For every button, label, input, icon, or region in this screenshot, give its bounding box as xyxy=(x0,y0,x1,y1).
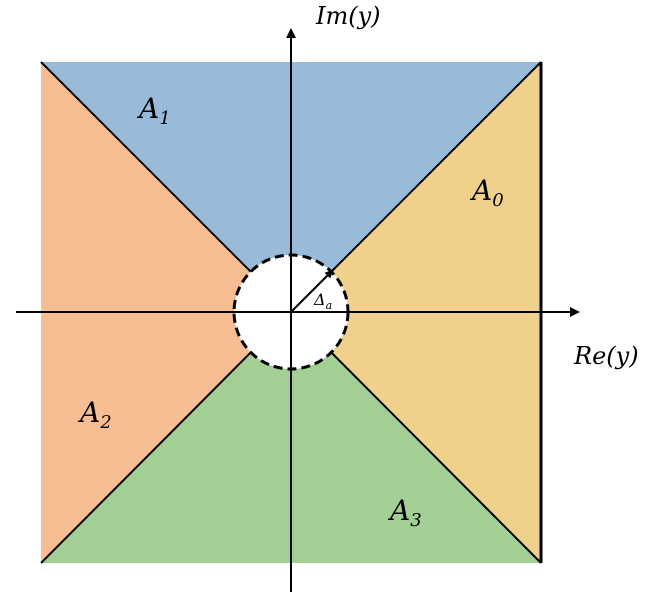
diagonal-line-nw xyxy=(40,61,292,313)
region-label-a2: A2 xyxy=(77,396,112,433)
diagonal-line-sw xyxy=(40,311,292,564)
radius-arrow xyxy=(290,269,334,313)
region-label-a1: A1 xyxy=(136,92,171,129)
radius-label: Δa xyxy=(313,290,332,312)
real-axis-label: Re(y) xyxy=(573,342,639,370)
region-label-a3: A3 xyxy=(387,494,422,531)
region-label-a0: A0 xyxy=(469,174,504,211)
diagonal-line-se xyxy=(290,311,542,564)
imaginary-axis-label: Im(y) xyxy=(315,2,381,30)
